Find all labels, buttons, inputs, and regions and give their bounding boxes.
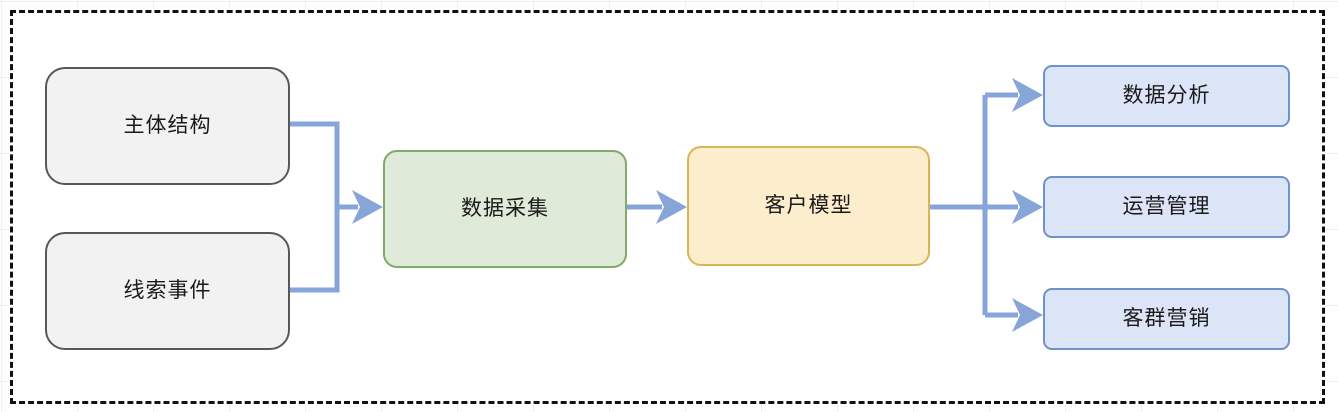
node-label: 客群营销 [1122, 306, 1211, 330]
node-data-collection[interactable]: 数据采集 [383, 150, 627, 268]
node-label: 运营管理 [1122, 194, 1211, 218]
node-label: 数据采集 [461, 196, 549, 220]
node-label: 主体结构 [123, 113, 212, 137]
node-operations-management[interactable]: 运营管理 [1043, 176, 1290, 238]
node-customer-model[interactable]: 客户模型 [687, 146, 930, 266]
connector-model-fanout [930, 95, 988, 315]
node-label: 数据分析 [1122, 83, 1211, 107]
node-data-analysis[interactable]: 数据分析 [1043, 65, 1290, 127]
connector-sources-to-process [290, 121, 383, 293]
node-clue-event[interactable]: 线索事件 [45, 232, 290, 350]
connector-model-to-analysis [985, 78, 1043, 112]
connector-model-to-operations [985, 190, 1043, 224]
node-subject-structure[interactable]: 主体结构 [45, 67, 290, 185]
connector-process-to-model [627, 190, 687, 224]
node-label: 客户模型 [764, 193, 853, 217]
connector-model-to-marketing [985, 298, 1043, 332]
node-customer-group-marketing[interactable]: 客群营销 [1043, 288, 1290, 350]
node-label: 线索事件 [123, 278, 212, 302]
